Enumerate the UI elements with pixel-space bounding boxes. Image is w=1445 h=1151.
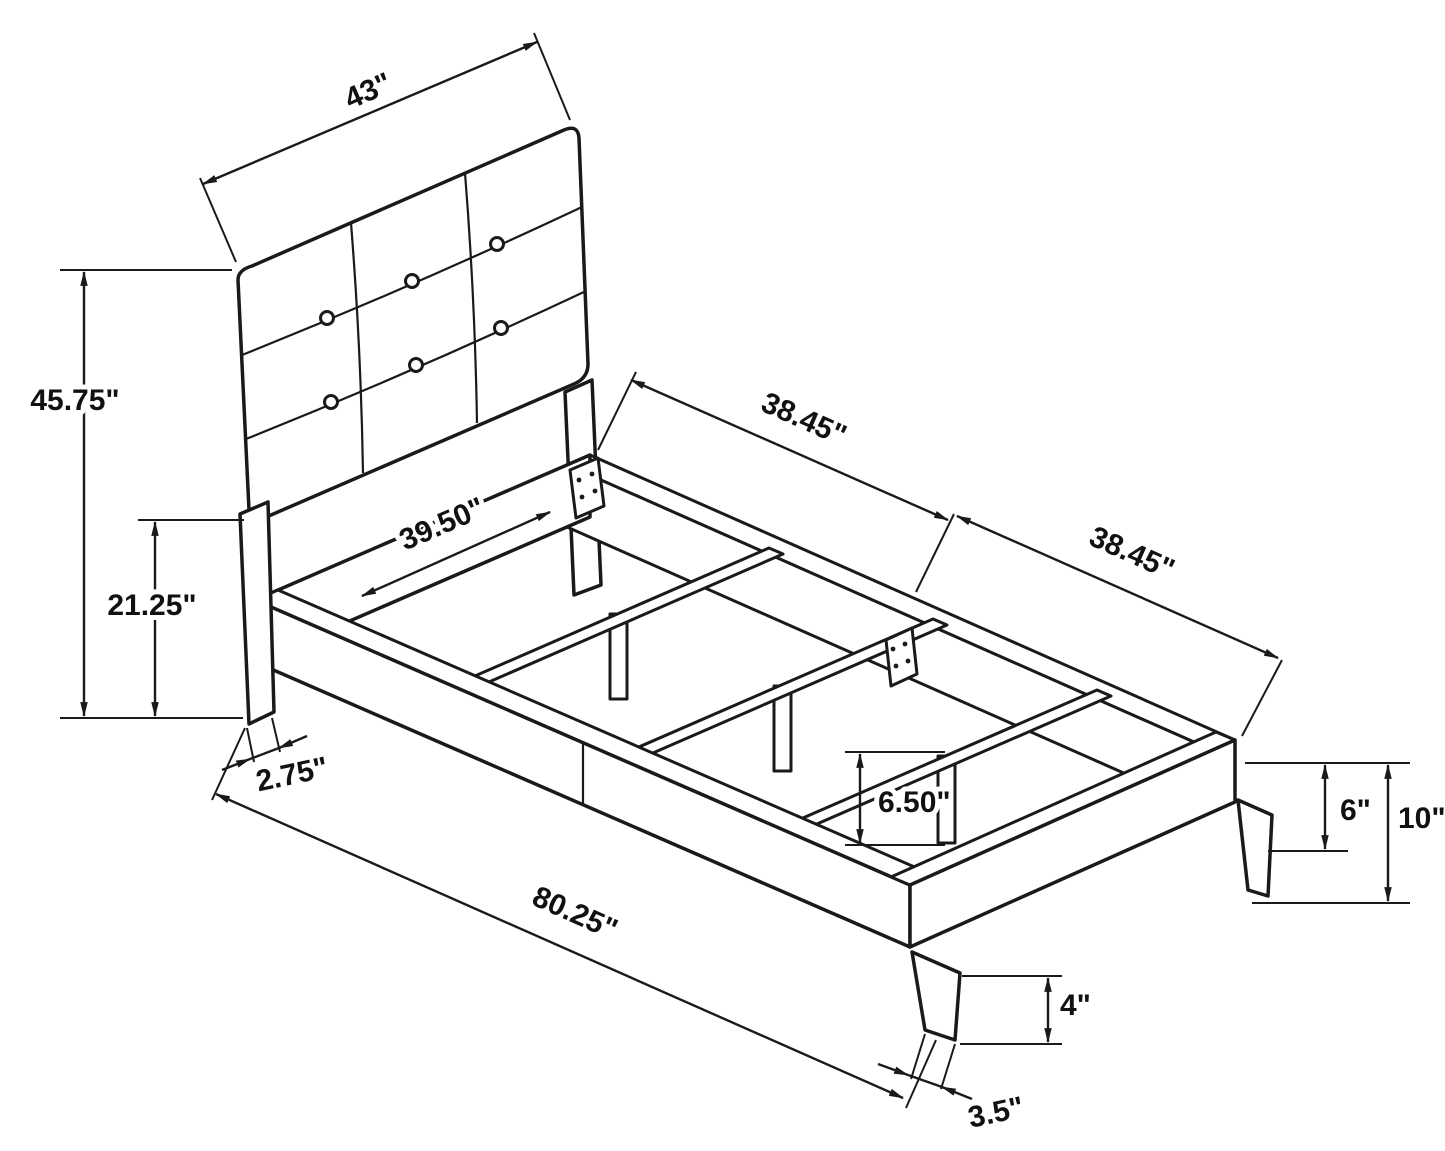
tuft-button xyxy=(323,394,339,410)
dim-foot-leg-bottom-width: 3.5" xyxy=(877,1033,1032,1140)
bracket-head xyxy=(568,456,606,520)
dim-label-foot-leg-height: 4" xyxy=(1060,989,1091,1022)
dim-label-foot-leg-bottom-width: 3.5" xyxy=(965,1091,1027,1135)
dim-label-side-rail-height: 6" xyxy=(1340,794,1371,827)
foot-leg-far xyxy=(1236,798,1274,898)
dim-overall-frame-height: 10" xyxy=(1252,763,1445,904)
foot-rail-face xyxy=(908,738,1237,949)
headboard-panel xyxy=(236,126,590,522)
tuft-button xyxy=(493,320,509,336)
tuft-button xyxy=(404,273,420,289)
dim-label-slat-support-height: 6.50" xyxy=(878,786,951,819)
dim-label-overall-length: 80.25" xyxy=(527,880,622,946)
tuft-seam-vertical-2 xyxy=(463,172,479,424)
dim-leg-to-floor: 21.25" xyxy=(102,519,244,718)
foot-leg-near xyxy=(910,950,962,1042)
dim-label-headboard-height: 45.75" xyxy=(30,384,119,417)
tuft-seam-vertical-1 xyxy=(349,222,365,474)
dim-label-rail-section-b: 38.45" xyxy=(1084,520,1179,586)
dim-headboard-leg-width: 2.75" xyxy=(221,717,336,803)
tuft-buttons xyxy=(319,236,509,410)
dim-foot-leg-height: 4" xyxy=(960,975,1096,1045)
tuft-button xyxy=(408,357,424,373)
dim-side-rail-height: 6" xyxy=(1245,762,1410,852)
tuft-button xyxy=(319,310,335,326)
bracket-mid xyxy=(884,626,919,688)
dim-label-headboard-width: 43" xyxy=(340,67,397,116)
dim-label-overall-frame-height: 10" xyxy=(1398,802,1445,835)
bed-frame xyxy=(236,126,1274,1042)
headboard-front-leg xyxy=(238,500,276,726)
dim-label-headboard-leg-width: 2.75" xyxy=(253,751,331,798)
dim-headboard-height: 45.75" xyxy=(25,269,243,719)
tuft-button xyxy=(489,236,505,252)
dim-label-leg-to-floor: 21.25" xyxy=(107,589,196,622)
